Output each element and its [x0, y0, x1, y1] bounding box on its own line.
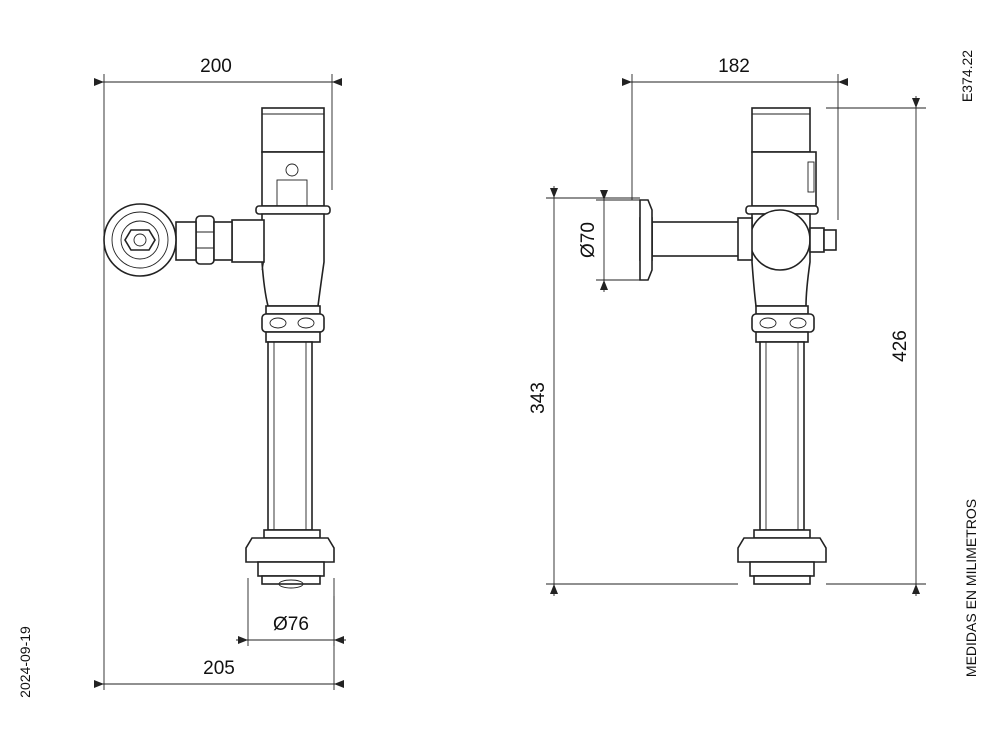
drawing-date: 2024-09-19 — [17, 626, 33, 698]
side-inlet-pipe — [651, 221, 745, 257]
units-note: MEDIDAS EN MILIMETROS — [963, 499, 979, 677]
dim-side-width: 182 — [718, 56, 750, 77]
side-vertical-pipe — [759, 341, 805, 531]
side-wall-flange — [639, 199, 653, 281]
dim-total-height: 426 — [890, 330, 911, 362]
front-inlet-tube — [231, 219, 265, 263]
side-dimensions — [546, 74, 926, 596]
side-valve-bulb — [749, 209, 811, 271]
front-top-cap — [261, 107, 325, 153]
front-stop-nut — [124, 229, 156, 251]
drawing-code: E374.22 — [959, 50, 975, 102]
front-coupling-nut — [261, 313, 325, 333]
front-collar — [255, 205, 331, 215]
front-base — [245, 537, 335, 563]
side-coupling-nut — [751, 313, 815, 333]
side-base — [737, 537, 827, 563]
dim-base-diameter: Ø76 — [273, 614, 309, 635]
side-top-cap — [751, 107, 811, 153]
side-stop-nut — [809, 227, 825, 253]
side-handle-housing — [751, 151, 817, 207]
dim-height-to-inlet: 343 — [528, 382, 549, 414]
dim-overall-width-top: 200 — [200, 56, 232, 77]
dim-flange-diameter: Ø70 — [578, 222, 599, 258]
dim-overall-width-bottom: 205 — [203, 658, 235, 679]
front-dimensions — [94, 74, 346, 690]
front-view: 200 Ø76 205 — [94, 56, 346, 690]
front-vertical-pipe — [267, 341, 313, 531]
side-view: 182 Ø70 343 426 — [528, 56, 926, 596]
front-valve-body — [261, 213, 325, 307]
front-handle-housing — [261, 151, 325, 207]
front-inlet-nut — [195, 215, 215, 265]
